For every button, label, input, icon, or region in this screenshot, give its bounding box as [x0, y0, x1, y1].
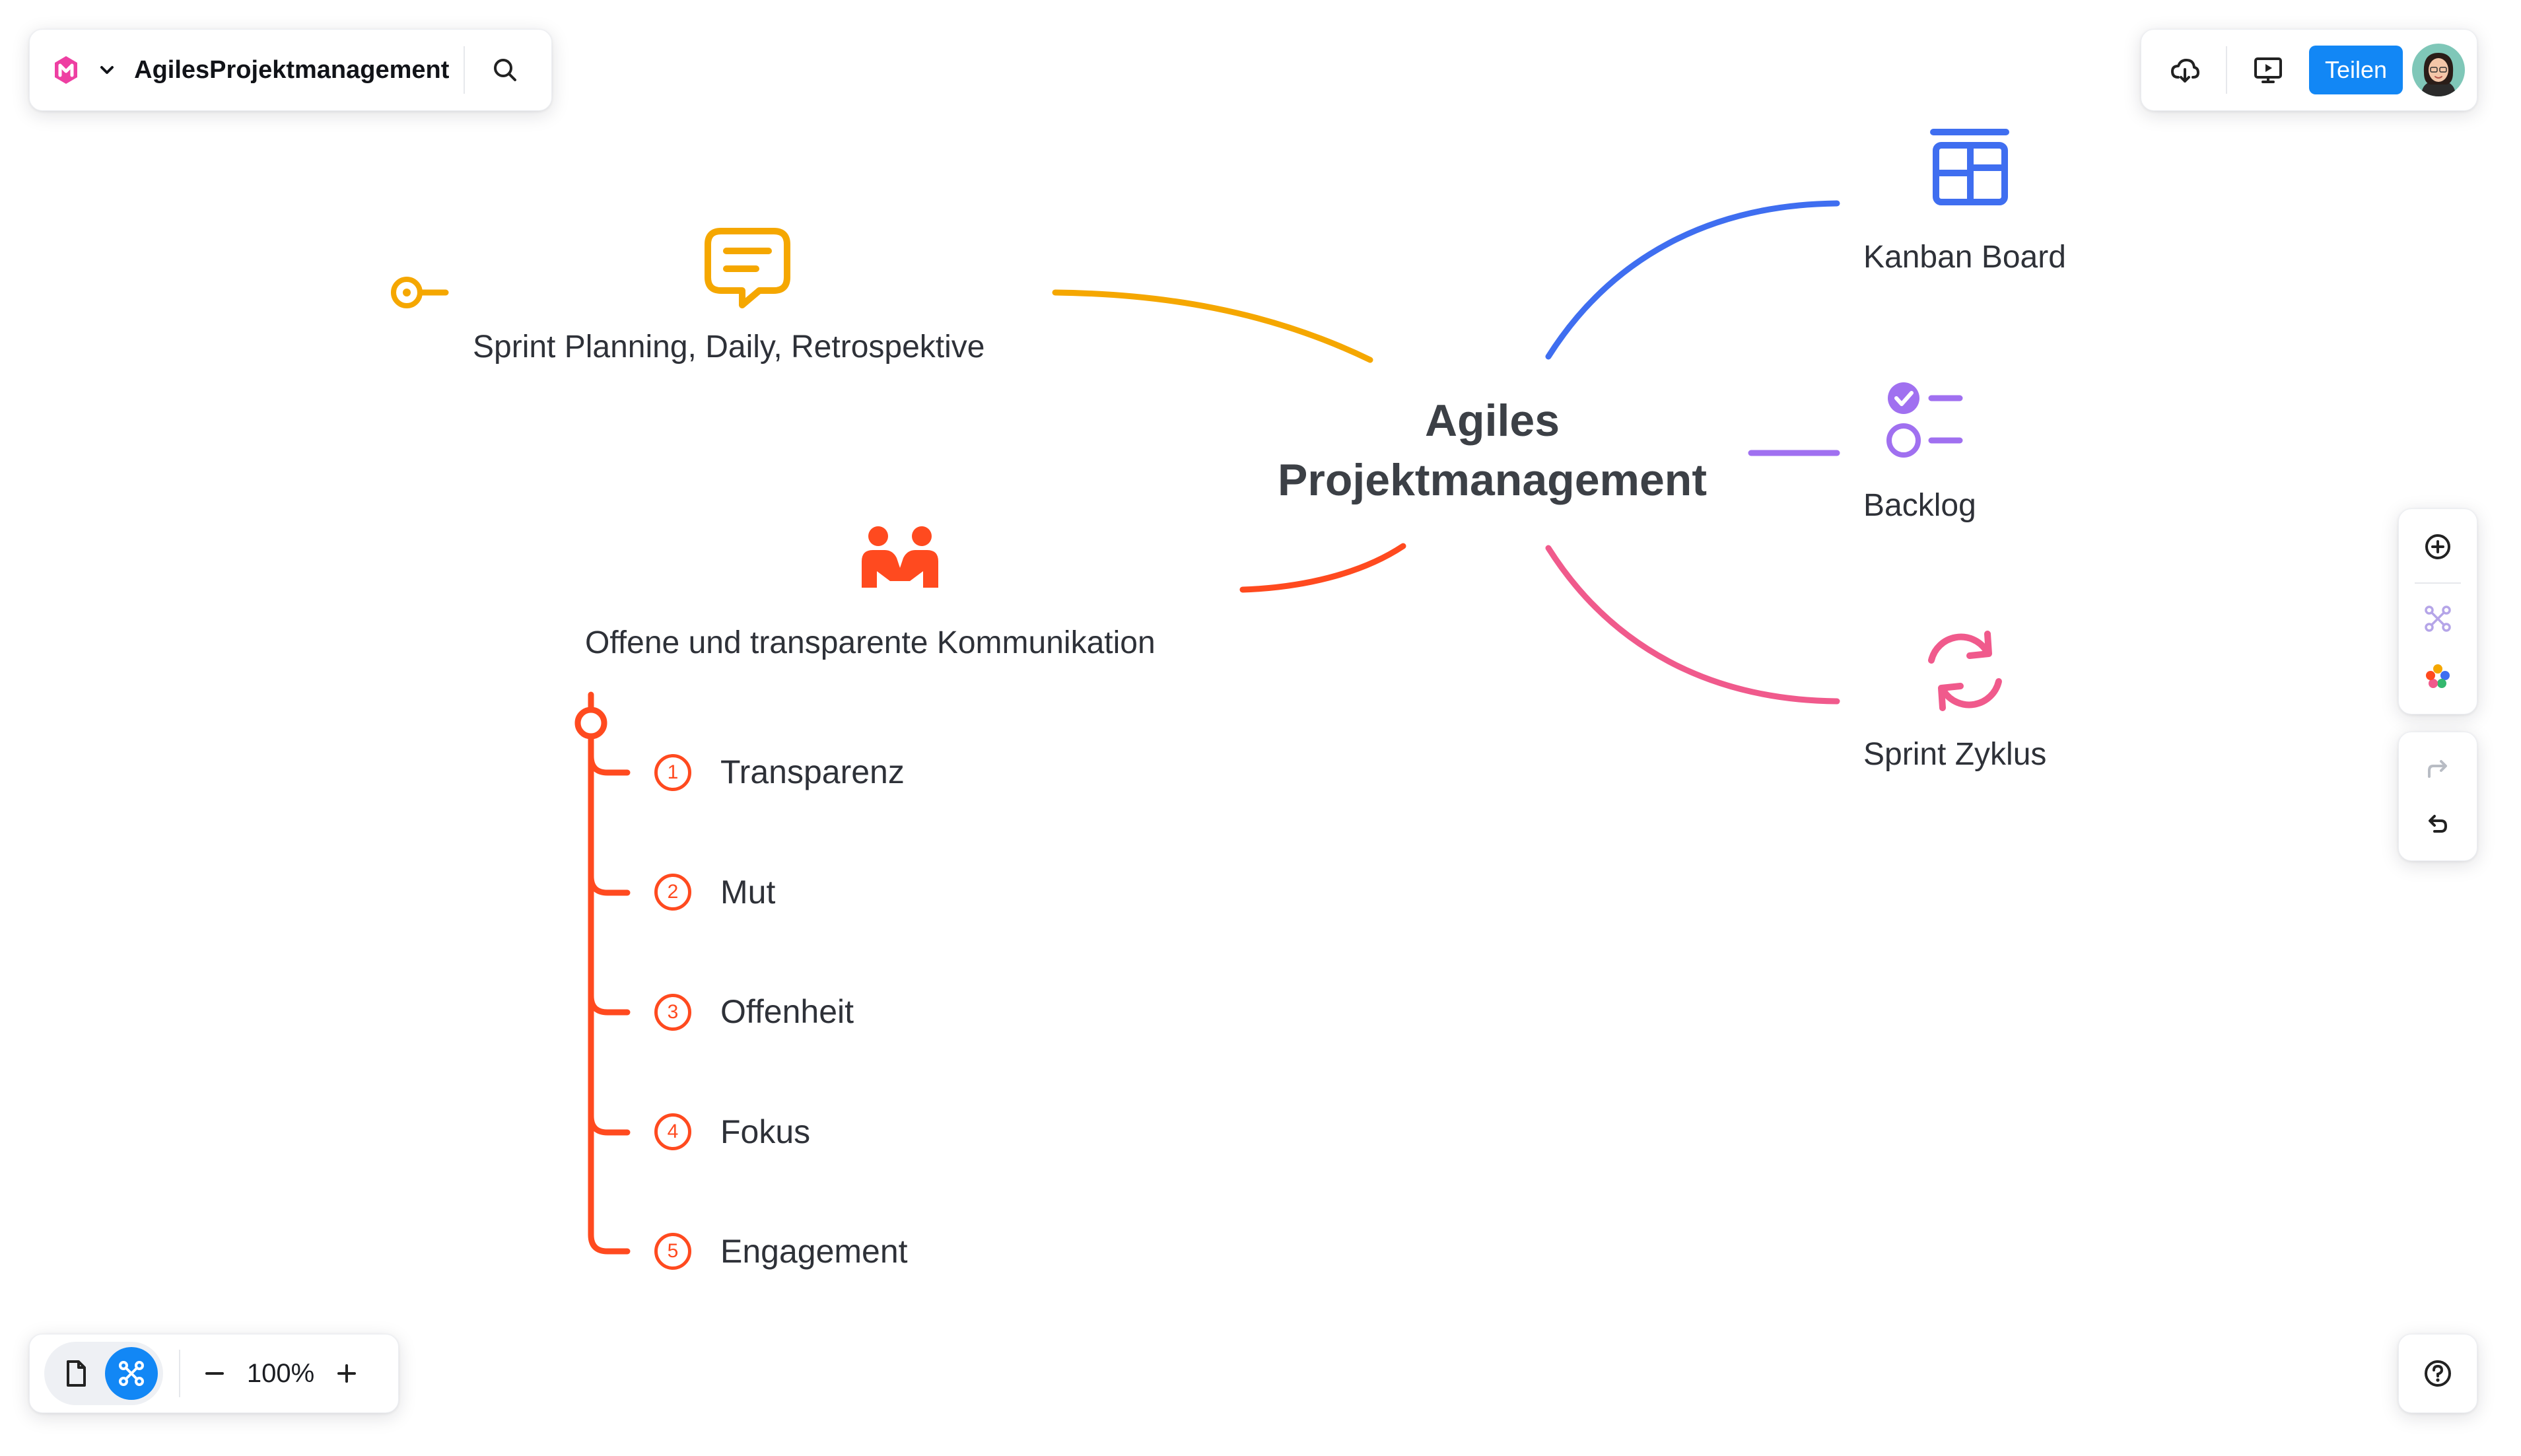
document-view-icon[interactable]	[50, 1347, 102, 1400]
checklist-icon	[1886, 382, 1963, 458]
view-zoom-controls: 100%	[29, 1334, 399, 1413]
central-topic-line1: Agiles	[1424, 396, 1560, 446]
subitem-engagement[interactable]: Engagement	[720, 1233, 908, 1270]
connector-sprint-zyklus	[1545, 545, 1840, 705]
view-mode-toggle	[44, 1342, 163, 1405]
connector-kanban	[1545, 200, 1840, 360]
help-icon[interactable]	[2406, 1342, 2469, 1405]
redo-icon[interactable]	[2406, 742, 2469, 796]
presentation-icon[interactable]	[2236, 38, 2300, 102]
add-node-icon[interactable]	[2406, 518, 2469, 576]
zoom-level[interactable]: 100%	[246, 1358, 315, 1388]
help-panel	[2398, 1334, 2477, 1413]
node-sprint-planning[interactable]: Sprint Planning, Daily, Retrospektive	[473, 329, 985, 364]
mindmap-view-icon[interactable]	[105, 1347, 158, 1400]
header-actions: Teilen	[2141, 29, 2477, 111]
search-icon[interactable]	[474, 38, 535, 102]
divider	[2225, 46, 2227, 94]
node-sprint-zyklus[interactable]: Sprint Zyklus	[1863, 737, 2047, 772]
tree-root-toggle-icon[interactable]	[574, 707, 607, 740]
subitem-number-badge: 1	[654, 754, 691, 791]
color-theme-icon[interactable]	[2406, 647, 2469, 705]
node-kommunikation[interactable]: Offene und transparente Kommunikation	[585, 625, 1156, 660]
chevron-down-icon[interactable]	[92, 54, 122, 86]
subitem-number-badge: 5	[654, 1233, 691, 1270]
divider	[2415, 582, 2461, 584]
undo-icon[interactable]	[2406, 796, 2469, 851]
divider	[179, 1350, 180, 1397]
divider	[464, 46, 466, 94]
subitem-offenheit[interactable]: Offenheit	[720, 993, 854, 1030]
subitem-mut[interactable]: Mut	[720, 874, 776, 911]
node-backlog[interactable]: Backlog	[1863, 488, 1976, 523]
document-header: AgilesProjektmanagement	[29, 29, 552, 111]
central-topic[interactable]: Agiles Projektmanagement	[1255, 391, 1730, 510]
app-logo-icon[interactable]	[46, 49, 86, 91]
subitem-transparenz[interactable]: Transparenz	[720, 753, 905, 790]
mindmap-structure-icon[interactable]	[2406, 590, 2469, 648]
share-button[interactable]: Teilen	[2308, 46, 2403, 94]
subitem-number-badge: 4	[654, 1113, 691, 1150]
chat-bubble-icon	[705, 228, 790, 308]
avatar[interactable]	[2412, 44, 2465, 96]
connector-kommunikation	[1239, 543, 1406, 593]
node-kanban-board[interactable]: Kanban Board	[1863, 240, 2066, 275]
subitem-fokus[interactable]: Fokus	[720, 1113, 811, 1150]
central-topic-line2: Projektmanagement	[1278, 455, 1707, 505]
zoom-in-icon[interactable]	[320, 1342, 373, 1405]
kanban-board-icon	[1930, 129, 2009, 205]
zoom-out-icon[interactable]	[188, 1342, 241, 1405]
connector-sprint-planning	[1052, 289, 1373, 363]
node-tools	[2398, 508, 2477, 714]
history-tools	[2398, 732, 2477, 861]
cloud-save-icon[interactable]	[2153, 38, 2217, 102]
refresh-cycle-icon	[1928, 631, 2002, 711]
collapse-toggle-icon[interactable]	[391, 277, 449, 308]
subitem-number-badge: 2	[654, 874, 691, 911]
document-title[interactable]: AgilesProjektmanagement	[134, 55, 450, 84]
subitem-number-badge: 3	[654, 994, 691, 1031]
subitem-tree-lines	[588, 691, 631, 1255]
handshake-people-icon	[862, 526, 938, 588]
